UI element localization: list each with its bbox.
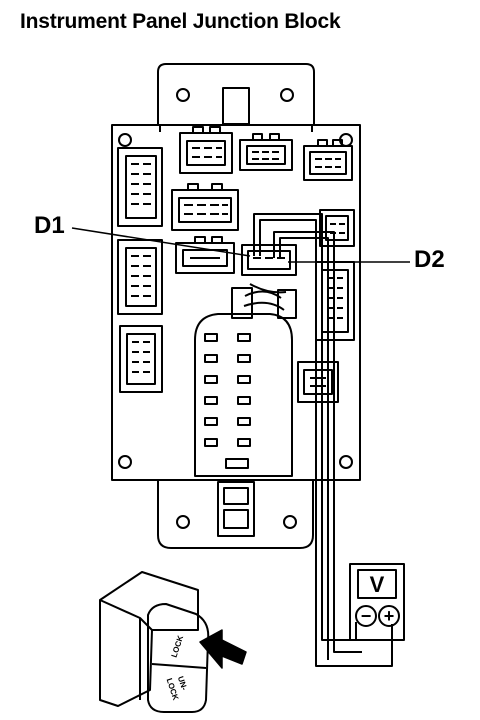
connector-left-2 [117,239,163,315]
callout-d2: D2 [414,246,445,273]
connector-middle [171,183,239,231]
probe-wires [253,213,393,667]
switch-unlock-label-1: UN- [176,675,189,692]
callout-d1: D1 [34,212,65,239]
leader-line-d1 [71,227,251,257]
connector-right-1 [319,209,355,247]
mounting-holes [118,88,353,529]
connector-d1 [175,236,235,274]
harness-cluster [231,283,297,319]
press-arrow-icon [199,629,247,669]
switch-lock-label: LOCK [170,634,186,659]
connector-top-2 [239,133,293,171]
connector-top-3 [303,139,353,181]
figure-title: Instrument Panel Junction Block [20,10,341,33]
connector-left-3 [119,325,163,393]
connector-d2 [241,244,297,276]
fuse-panel [194,313,293,477]
junction-block-housing [111,63,361,549]
connector-left-1 [117,147,163,227]
meter-plus-terminal: + [384,606,395,626]
meter-minus-terminal: − [361,606,372,626]
voltmeter [349,563,405,641]
connector-top-1 [179,126,233,174]
door-lock-switch [99,571,210,713]
connector-bottom [217,481,255,537]
connector-right-3 [297,361,339,403]
meter-label: V [370,572,385,597]
